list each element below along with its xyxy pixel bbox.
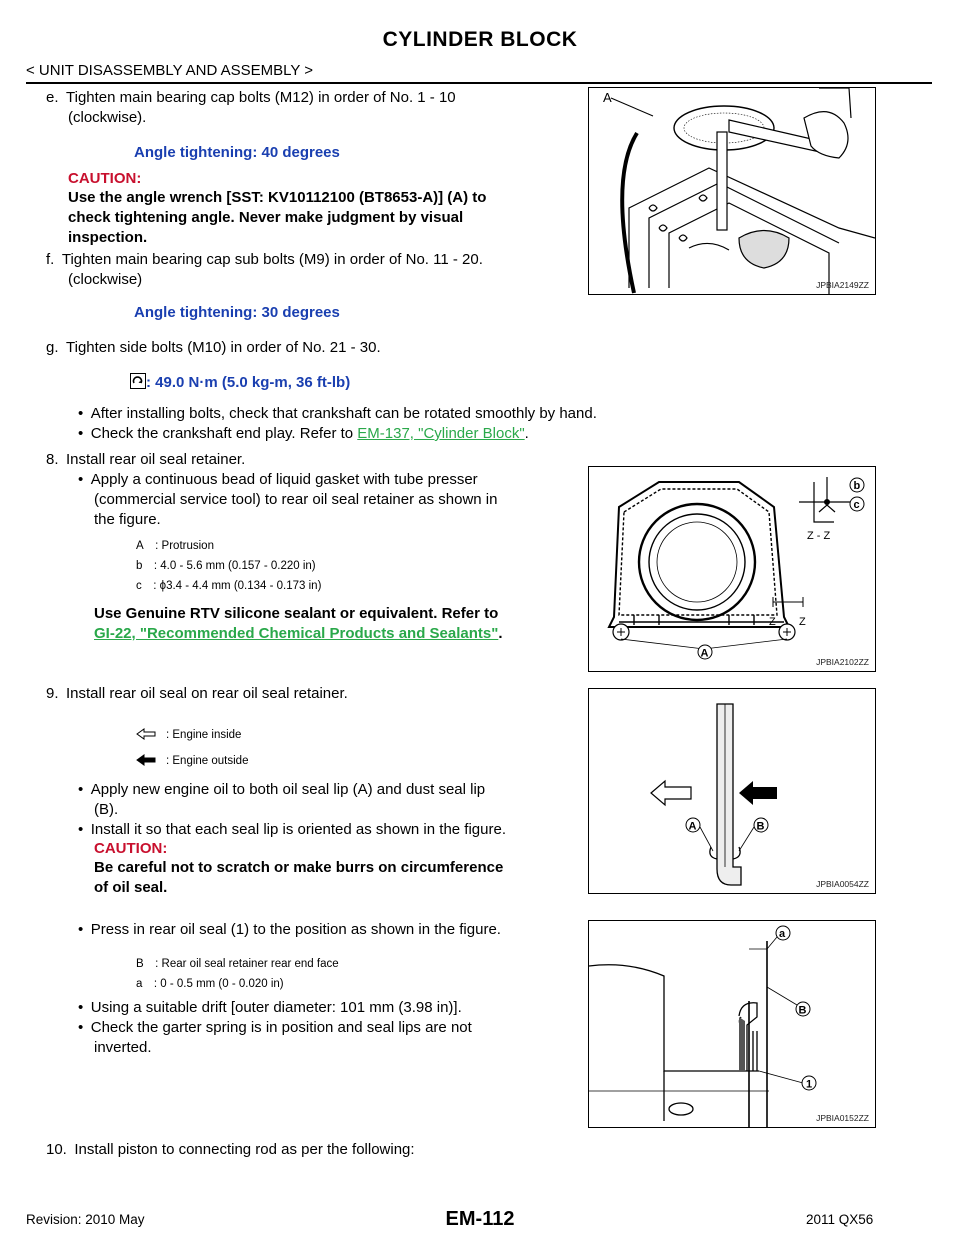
step-9-bullet-1-line1: • Apply new engine oil to both oil seal …: [78, 781, 486, 798]
engine-outside-arrow-icon: [136, 754, 156, 766]
breadcrumb: < UNIT DISASSEMBLY AND ASSEMBLY >: [26, 62, 314, 79]
step-9-caution-line1: Be careful not to scratch or make burrs …: [94, 859, 504, 876]
step-8-note-ref: GI-22, "Recommended Chemical Products an…: [94, 625, 503, 642]
step-f-text: f. Tighten main bearing cap sub bolts (M…: [46, 251, 483, 268]
step-9-bullet-4: • Using a suitable drift [outer diameter…: [78, 999, 462, 1016]
page-title: CYLINDER BLOCK: [382, 28, 578, 51]
fig3-label-b: B: [757, 821, 765, 833]
footer-revision: Revision: 2010 May: [26, 1212, 145, 1227]
step-9-legend-a: a : 0 - 0.5 mm (0 - 0.020 in): [136, 978, 284, 990]
step-8-legend-c: c : ϕ3.4 - 4.4 mm (0.134 - 0.173 in): [136, 580, 322, 592]
step-8-legend-b: b : 4.0 - 5.6 mm (0.157 - 0.220 in): [136, 560, 316, 572]
step-8-bullet-1-line3: the figure.: [94, 511, 161, 528]
fig2-label-b: b: [854, 480, 861, 492]
step-e-spec: Angle tightening: 40 degrees: [134, 144, 340, 161]
fig2-label-z2: Z: [799, 616, 806, 628]
step-9-text: 9. Install rear oil seal on rear oil sea…: [46, 685, 348, 702]
step-9-bullet-5-line1: • Check the garter spring is in position…: [78, 1019, 472, 1036]
step-e-caution-line3: inspection.: [68, 229, 148, 246]
step-8-bullet-1-line2: (commercial service tool) to rear oil se…: [94, 491, 498, 508]
step-f-spec: Angle tightening: 30 degrees: [134, 304, 340, 321]
torque-wrench-icon: [130, 373, 146, 389]
fig4-code: JPBIA0152ZZ: [816, 1113, 869, 1123]
fig2-label-a: A: [701, 648, 709, 660]
fig2-label-z1: Z: [769, 616, 776, 628]
link-em-137[interactable]: EM-137, "Cylinder Block": [357, 425, 525, 442]
fig4-label-a: a: [779, 928, 786, 940]
step-8-note: Use Genuine RTV silicone sealant or equi…: [94, 605, 499, 622]
page-number: EM-112: [445, 1208, 515, 1230]
step-8-legend-a: A : Protrusion: [136, 540, 214, 552]
step-9-bullet-3: • Press in rear oil seal (1) to the posi…: [78, 921, 501, 938]
step-9-caution-line2: of oil seal.: [94, 879, 168, 896]
fig1-code: JPBIA2149ZZ: [816, 280, 869, 290]
step-e-caution-line1: Use the angle wrench [SST: KV10112100 (B…: [68, 189, 487, 206]
footer-model: 2011 QX56: [806, 1212, 874, 1227]
step-g-bullet-1: • After installing bolts, check that cra…: [78, 405, 597, 422]
step-9-legend-inside: : Engine inside: [166, 729, 242, 741]
figure-rear-oil-seal-position: a B 1 JPBIA0152ZZ: [588, 920, 876, 1128]
fig4-label-1: 1: [806, 1079, 812, 1091]
step-9-bullet-2: • Install it so that each seal lip is or…: [78, 821, 506, 838]
fig2-label-c: c: [854, 499, 860, 511]
figure-oil-seal-lips: A B JPBIA0054ZZ: [588, 688, 876, 894]
engine-inside-arrow-icon: [136, 728, 156, 740]
fig1-label-a: A: [603, 90, 612, 105]
fig2-code: JPBIA2102ZZ: [816, 657, 869, 667]
step-9-bullet-1-line2: (B).: [94, 801, 119, 818]
step-e-text: e. Tighten main bearing cap bolts (M12) …: [46, 89, 456, 106]
step-9-legend-b: B : Rear oil seal retainer rear end face: [136, 958, 339, 970]
step-8-bullet-1-line1: • Apply a continuous bead of liquid gask…: [78, 471, 478, 488]
fig3-code: JPBIA0054ZZ: [816, 879, 869, 889]
step-9-bullet-5-line2: inverted.: [94, 1039, 152, 1056]
step-e-text-cont: (clockwise).: [68, 109, 147, 126]
step-e-caution-label: CAUTION:: [68, 170, 142, 187]
figure-rear-oil-seal-retainer: A Z Z b c Z - Z JPBIA2102ZZ: [588, 466, 876, 672]
step-g-bullet-2: • Check the crankshaft end play. Refer t…: [78, 425, 529, 442]
fig2-label-zz: Z - Z: [807, 530, 830, 542]
fig3-label-a: A: [689, 821, 697, 833]
step-8-text: 8. Install rear oil seal retainer.: [46, 451, 246, 468]
step-f-text-cont: (clockwise): [68, 271, 143, 288]
step-9-caution-label: CAUTION:: [94, 840, 168, 857]
fig4-label-b: B: [799, 1005, 807, 1017]
step-g-torque-spec: : 49.0 N·m (5.0 kg-m, 36 ft-lb): [146, 374, 351, 391]
figure-angle-wrench: A JPBIA2149ZZ: [588, 87, 876, 295]
step-9-legend-outside: : Engine outside: [166, 755, 249, 767]
step-10-text: 10. Install piston to connecting rod as …: [46, 1141, 415, 1158]
header-divider: [26, 82, 932, 84]
link-gi-22[interactable]: GI-22, "Recommended Chemical Products an…: [94, 625, 499, 642]
step-g-text: g. Tighten side bolts (M10) in order of …: [46, 339, 381, 356]
step-e-caution-line2: check tightening angle. Never make judgm…: [68, 209, 464, 226]
